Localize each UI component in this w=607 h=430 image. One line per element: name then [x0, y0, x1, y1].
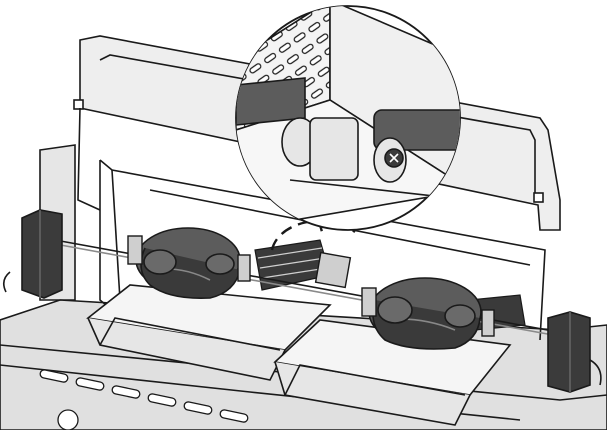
- chicken-icon: [368, 277, 482, 350]
- drip-pan-icon: [86, 284, 332, 381]
- rotisserie-motor-icon: [2, 209, 63, 299]
- rotisserie-motor-icon: [547, 311, 602, 393]
- spit-fork: [127, 235, 495, 337]
- vent-slots: [39, 369, 249, 430]
- zoom-detail: [235, 5, 461, 231]
- rear-burner-icon: [254, 239, 526, 331]
- chicken-icon: [135, 227, 241, 300]
